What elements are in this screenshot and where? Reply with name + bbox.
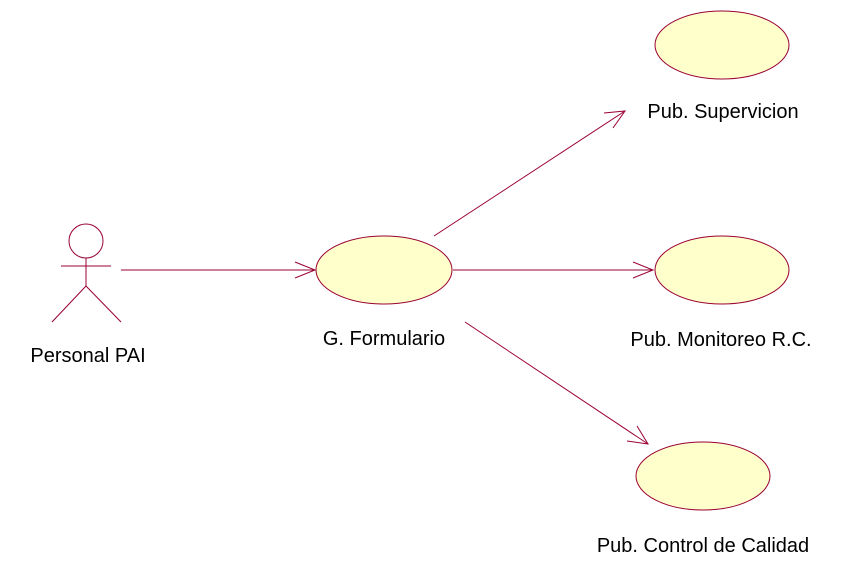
usecase-calidad[interactable] bbox=[635, 441, 771, 511]
usecase-monitoreo-label: Pub. Monitoreo R.C. bbox=[630, 329, 811, 351]
arrowhead-supervicion bbox=[603, 110, 627, 129]
actor-left-leg bbox=[51, 285, 87, 323]
usecase-formulario-label: G. Formulario bbox=[323, 328, 445, 350]
actor-personal-pai[interactable] bbox=[51, 223, 122, 323]
associations bbox=[121, 110, 655, 445]
arrowhead-monitoreo bbox=[632, 261, 655, 279]
actor-right-leg bbox=[85, 285, 122, 323]
usecase-monitoreo[interactable] bbox=[654, 235, 790, 305]
arrowhead-formulario bbox=[294, 261, 317, 279]
association-formulario-supervicion[interactable] bbox=[433, 110, 626, 237]
usecase-formulario[interactable] bbox=[315, 235, 453, 305]
usecase-supervicion-label: Pub. Supervicion bbox=[647, 101, 798, 123]
actor-label: Personal PAI bbox=[30, 345, 145, 367]
usecase-calidad-label: Pub. Control de Calidad bbox=[597, 535, 809, 557]
actor-head bbox=[68, 223, 104, 259]
arrowhead-calidad bbox=[626, 425, 649, 445]
association-formulario-calidad[interactable] bbox=[464, 321, 649, 445]
usecase-supervicion[interactable] bbox=[654, 10, 790, 80]
